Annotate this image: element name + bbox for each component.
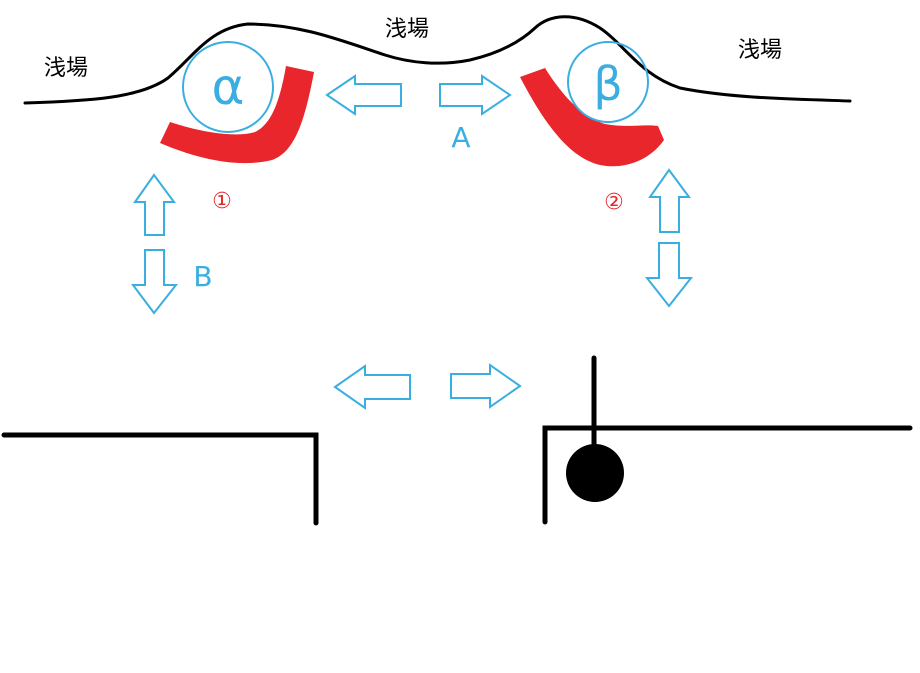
red-structure-right: [520, 68, 664, 167]
left-breakwater-line: [1, 432, 319, 526]
arrow-up-right-icon: [648, 168, 691, 233]
red-structure-left: [160, 66, 314, 164]
beacon-marker-icon: [566, 444, 624, 502]
right-breakwater-line: [542, 425, 913, 525]
arrow-left-top-icon: [325, 74, 402, 116]
beta-marker: β: [567, 41, 649, 123]
spot-label-1: ①: [212, 189, 232, 214]
arrow-right-bottom-icon: [450, 363, 522, 409]
arrow-down-left-icon: [131, 249, 179, 315]
spot-label-2: ②: [604, 190, 624, 215]
arrow-left-bottom-icon: [333, 364, 411, 410]
beta-circle-icon: [567, 41, 649, 123]
alpha-marker: α: [182, 41, 274, 133]
arrow-label-a: A: [451, 121, 470, 154]
shoal-contour-line: [23, 15, 852, 105]
arrow-right-top-icon: [439, 74, 512, 116]
arrow-label-b: B: [193, 260, 212, 293]
shoal-label-center: 浅場: [385, 17, 429, 42]
shoal-label-right: 浅場: [738, 38, 782, 63]
arrow-down-right-icon: [644, 242, 694, 308]
shoal-label-left: 浅場: [44, 56, 88, 81]
alpha-circle-icon: [182, 41, 274, 133]
arrow-up-left-icon: [133, 173, 176, 236]
alpha-label: α: [212, 58, 245, 116]
beta-label: β: [593, 57, 622, 111]
